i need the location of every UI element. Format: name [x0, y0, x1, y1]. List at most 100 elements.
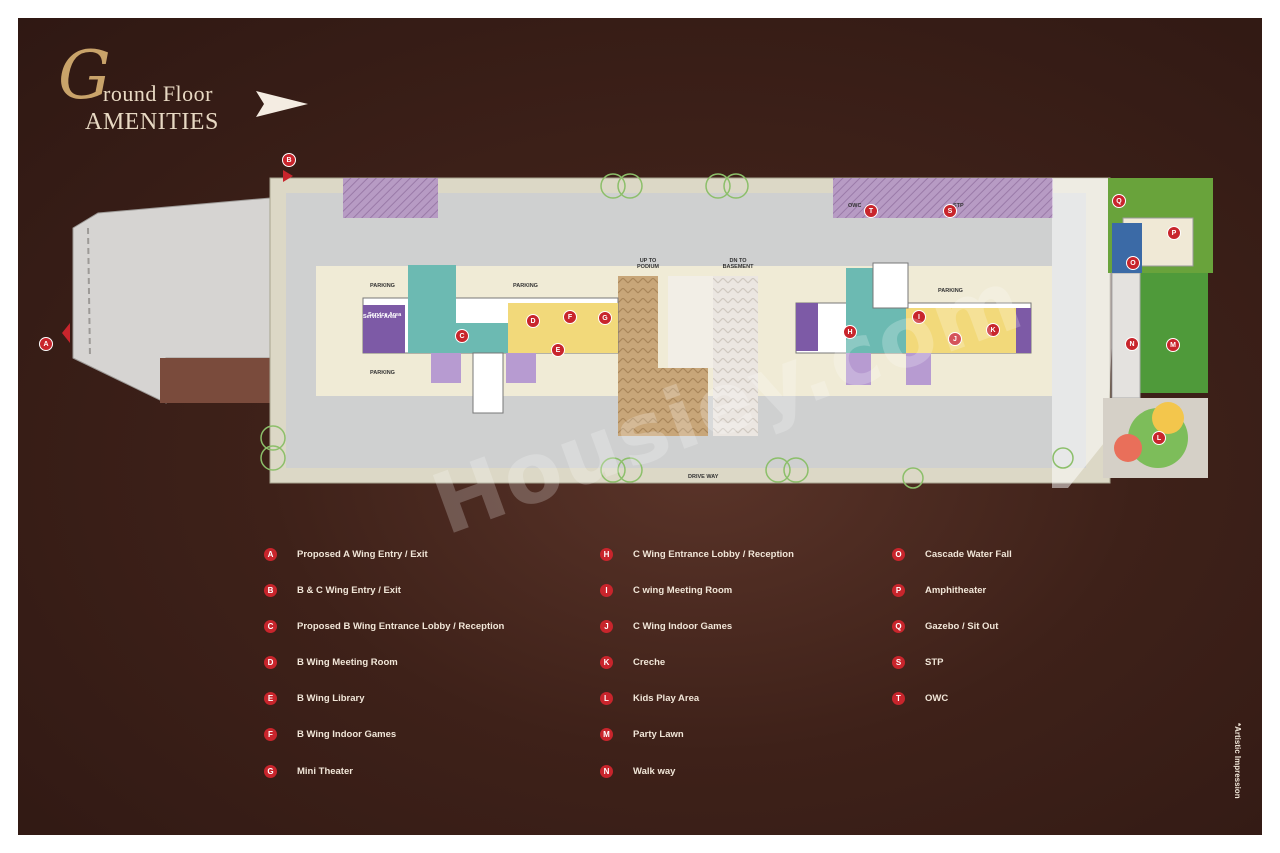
- legend-item-g: G Mini Theater: [264, 762, 353, 780]
- map-label-parking-1: PARKING: [370, 283, 395, 289]
- legend-badge: C: [264, 619, 277, 633]
- map-pin-i[interactable]: I: [912, 310, 926, 324]
- legend-item-i: I C wing Meeting Room: [600, 581, 732, 599]
- legend-badge: A: [264, 547, 277, 561]
- legend-label: C Wing Entrance Lobby / Reception: [633, 548, 794, 560]
- legend-badge: D: [264, 655, 277, 669]
- legend-label: B & C Wing Entry / Exit: [297, 584, 401, 596]
- legend-label: Amphitheater: [925, 584, 987, 596]
- map-label-service-area-1: Service Area: [363, 314, 397, 320]
- legend-label: B Wing Library: [297, 692, 365, 704]
- legend-badge: F: [264, 727, 277, 741]
- legend-label: STP: [925, 656, 944, 668]
- map-label-up-to-podium: UP TO PODIUM: [637, 258, 659, 271]
- trees: [260, 173, 1074, 489]
- legend-badge: L: [600, 691, 613, 705]
- legend-label: Mini Theater: [297, 765, 353, 777]
- legend-label: C Wing Indoor Games: [633, 620, 733, 632]
- map-label-dn-to-basement: DN TO BASEMENT: [722, 258, 754, 271]
- artistic-impression-note: *Artistic Impression: [1230, 723, 1244, 823]
- legend-label: B Wing Indoor Games: [297, 728, 397, 740]
- legend-badge: K: [600, 655, 613, 669]
- legend-badge: I: [600, 583, 613, 597]
- legend-badge: J: [600, 619, 613, 633]
- map-label-owc: OWC: [848, 203, 862, 209]
- legend-item-f: F B Wing Indoor Games: [264, 725, 396, 743]
- legend-label: C wing Meeting Room: [633, 584, 733, 596]
- map-label-stp: STP: [953, 203, 964, 209]
- legend-item-q: Q Gazebo / Sit Out: [892, 617, 998, 635]
- legend-item-m: M Party Lawn: [600, 725, 684, 743]
- map-pin-k[interactable]: K: [986, 323, 1000, 337]
- map-pin-c[interactable]: C: [455, 329, 469, 343]
- legend-badge: B: [264, 583, 277, 597]
- left-plot: [72, 197, 271, 404]
- title-initial: G: [58, 37, 111, 114]
- legend-item-p: P Amphitheater: [892, 581, 986, 599]
- legend-label: Cascade Water Fall: [925, 548, 1012, 560]
- legend-label: Gazebo / Sit Out: [925, 620, 999, 632]
- legend-badge: G: [264, 764, 277, 778]
- map-pin-h[interactable]: H: [843, 325, 857, 339]
- map-pin-p[interactable]: P: [1167, 226, 1181, 240]
- legend-badge: P: [892, 583, 905, 597]
- legend-badge: E: [264, 691, 277, 705]
- map-label-parking-4: PARKING: [938, 288, 963, 294]
- legend-item-t: T OWC: [892, 689, 948, 707]
- legend-badge: M: [600, 727, 613, 741]
- legend-item-e: E B Wing Library: [264, 689, 364, 707]
- title-block: G round Floor AMENITIES: [48, 43, 308, 153]
- legend-badge: O: [892, 547, 905, 561]
- map-pin-l[interactable]: L: [1152, 431, 1166, 445]
- legend-label: Creche: [633, 656, 666, 668]
- legend-item-h: H C Wing Entrance Lobby / Reception: [600, 545, 794, 563]
- c-wing-building: [795, 262, 1032, 385]
- legend-item-j: J C Wing Indoor Games: [600, 617, 732, 635]
- map-pin-b[interactable]: B: [282, 153, 296, 167]
- map-pin-j[interactable]: J: [948, 332, 962, 346]
- legend-label: OWC: [925, 692, 949, 704]
- title-line2: AMENITIES: [85, 109, 219, 135]
- north-arrow-icon: [256, 91, 308, 117]
- legend-item-l: L Kids Play Area: [600, 689, 699, 707]
- map-pin-d[interactable]: D: [526, 314, 540, 328]
- map-pin-a[interactable]: A: [39, 337, 53, 351]
- legend-label: Walk way: [633, 765, 676, 777]
- legend-badge: S: [892, 655, 905, 669]
- note-text: *Artistic Impression: [1233, 723, 1242, 799]
- legend-item-b: B B & C Wing Entry / Exit: [264, 581, 401, 599]
- map-pin-t[interactable]: T: [864, 204, 878, 218]
- map-label-parking-2: PARKING: [513, 283, 538, 289]
- legend-badge: N: [600, 764, 613, 778]
- title-line1: round Floor: [103, 81, 213, 106]
- map-pin-o[interactable]: O: [1126, 256, 1140, 270]
- legend-item-k: K Creche: [600, 653, 665, 671]
- legend-item-o: O Cascade Water Fall: [892, 545, 1012, 563]
- legend-item-d: D B Wing Meeting Room: [264, 653, 398, 671]
- legend-item-a: A Proposed A Wing Entry / Exit: [264, 545, 428, 563]
- legend-label: B Wing Meeting Room: [297, 656, 398, 668]
- entry-arrows: [62, 170, 293, 343]
- legend-item-c: C Proposed B Wing Entrance Lobby / Recept…: [264, 617, 504, 635]
- floor-plan-canvas: G round Floor AMENITIES: [18, 18, 1262, 835]
- b-service-label-1: Service Area: [368, 312, 402, 318]
- map-pin-s[interactable]: S: [943, 204, 957, 218]
- legend-item-n: N Walk way: [600, 762, 675, 780]
- legend-label: Proposed A Wing Entry / Exit: [297, 548, 428, 560]
- map-pin-n[interactable]: N: [1125, 337, 1139, 351]
- map-pin-q[interactable]: Q: [1112, 194, 1126, 208]
- legend-item-s: S STP: [892, 653, 943, 671]
- legend-label: Kids Play Area: [633, 692, 700, 704]
- map-pin-e[interactable]: E: [551, 343, 565, 357]
- map-label-drive-way: DRIVE WAY: [688, 474, 719, 480]
- map-pin-f[interactable]: F: [563, 310, 577, 324]
- legend-label: Proposed B Wing Entrance Lobby / Recepti…: [297, 620, 505, 632]
- map-pin-g[interactable]: G: [598, 311, 612, 325]
- map-pin-m[interactable]: M: [1166, 338, 1180, 352]
- legend-label: Party Lawn: [633, 728, 684, 740]
- legend-badge: H: [600, 547, 613, 561]
- map-label-parking-3: PARKING: [370, 370, 395, 376]
- east-landscape: [1052, 178, 1213, 488]
- legend-badge: T: [892, 691, 905, 705]
- legend-badge: Q: [892, 619, 905, 633]
